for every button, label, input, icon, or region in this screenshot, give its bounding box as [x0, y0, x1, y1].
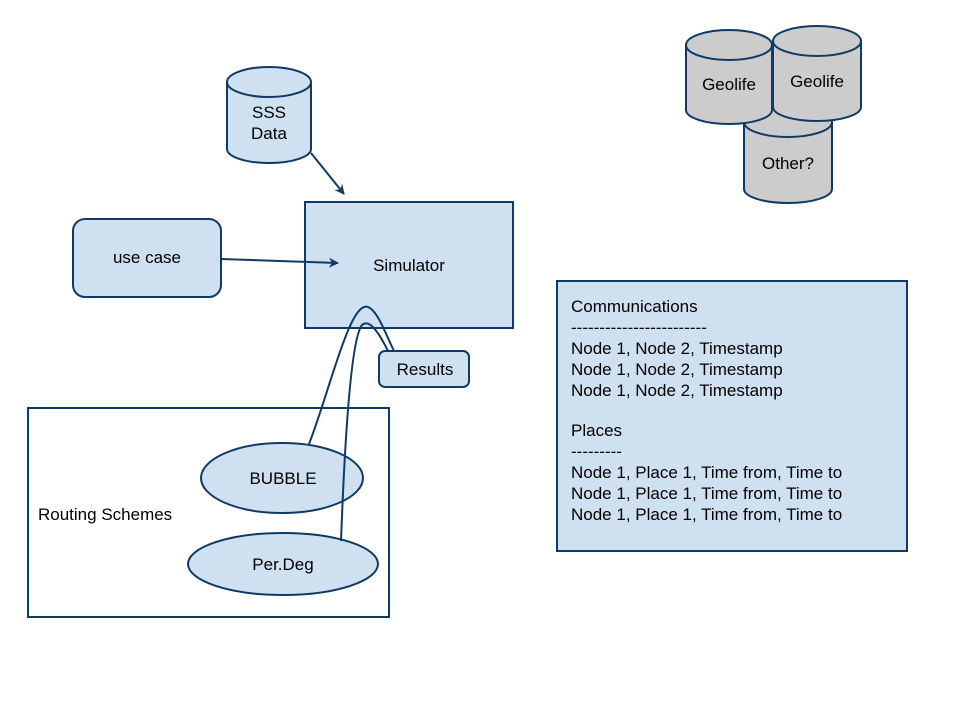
communications-separator: ------------------------ [571, 318, 707, 337]
edge-per-deg-to-results [340, 322, 389, 542]
places-row: Node 1, Place 1, Time from, Time to [571, 463, 843, 482]
geolife-2-label: Geolife [790, 72, 844, 91]
bubble-label: BUBBLE [249, 469, 316, 488]
per-deg-label: Per.Deg [252, 555, 313, 574]
results-label: Results [397, 360, 454, 379]
sss-data-label-line1: SSS [252, 103, 286, 122]
use-case-label: use case [113, 248, 181, 267]
per-deg-node[interactable]: Per.Deg [187, 532, 379, 596]
edge-bubble-to-results [308, 305, 395, 445]
communications-title: Communications [571, 297, 698, 316]
simulator-node[interactable]: Simulator [304, 201, 514, 329]
places-row: Node 1, Place 1, Time from, Time to [571, 505, 843, 524]
communications-row: Node 1, Node 2, Timestamp [571, 381, 783, 400]
places-separator: --------- [571, 442, 622, 461]
bubble-node[interactable]: BUBBLE [200, 442, 364, 514]
places-title: Places [571, 421, 623, 440]
edge-use-case-to-simulator [220, 257, 339, 268]
data-format-text: Communications ------------------------ … [557, 281, 907, 551]
sss-data-cylinder[interactable]: SSS Data [226, 66, 312, 164]
communications-row: Node 1, Node 2, Timestamp [571, 360, 783, 379]
data-format-box[interactable] [556, 280, 908, 552]
communications-row: Node 1, Node 2, Timestamp [571, 339, 783, 358]
simulator-label: Simulator [373, 256, 445, 275]
places-row: Node 1, Place 1, Time from, Time to [571, 484, 843, 503]
routing-schemes-label: Routing Schemes [38, 505, 172, 524]
sss-data-label-line2: Data [251, 124, 287, 143]
use-case-node[interactable]: use case [72, 218, 222, 298]
geolife-cylinder-2[interactable]: Geolife [772, 25, 862, 122]
other-label: Other? [762, 154, 814, 173]
results-node[interactable]: Results [378, 350, 470, 388]
edge-sss-data-to-simulator [310, 152, 345, 195]
geolife-1-label: Geolife [702, 75, 756, 94]
geolife-cylinder-1[interactable]: Geolife [685, 29, 773, 125]
